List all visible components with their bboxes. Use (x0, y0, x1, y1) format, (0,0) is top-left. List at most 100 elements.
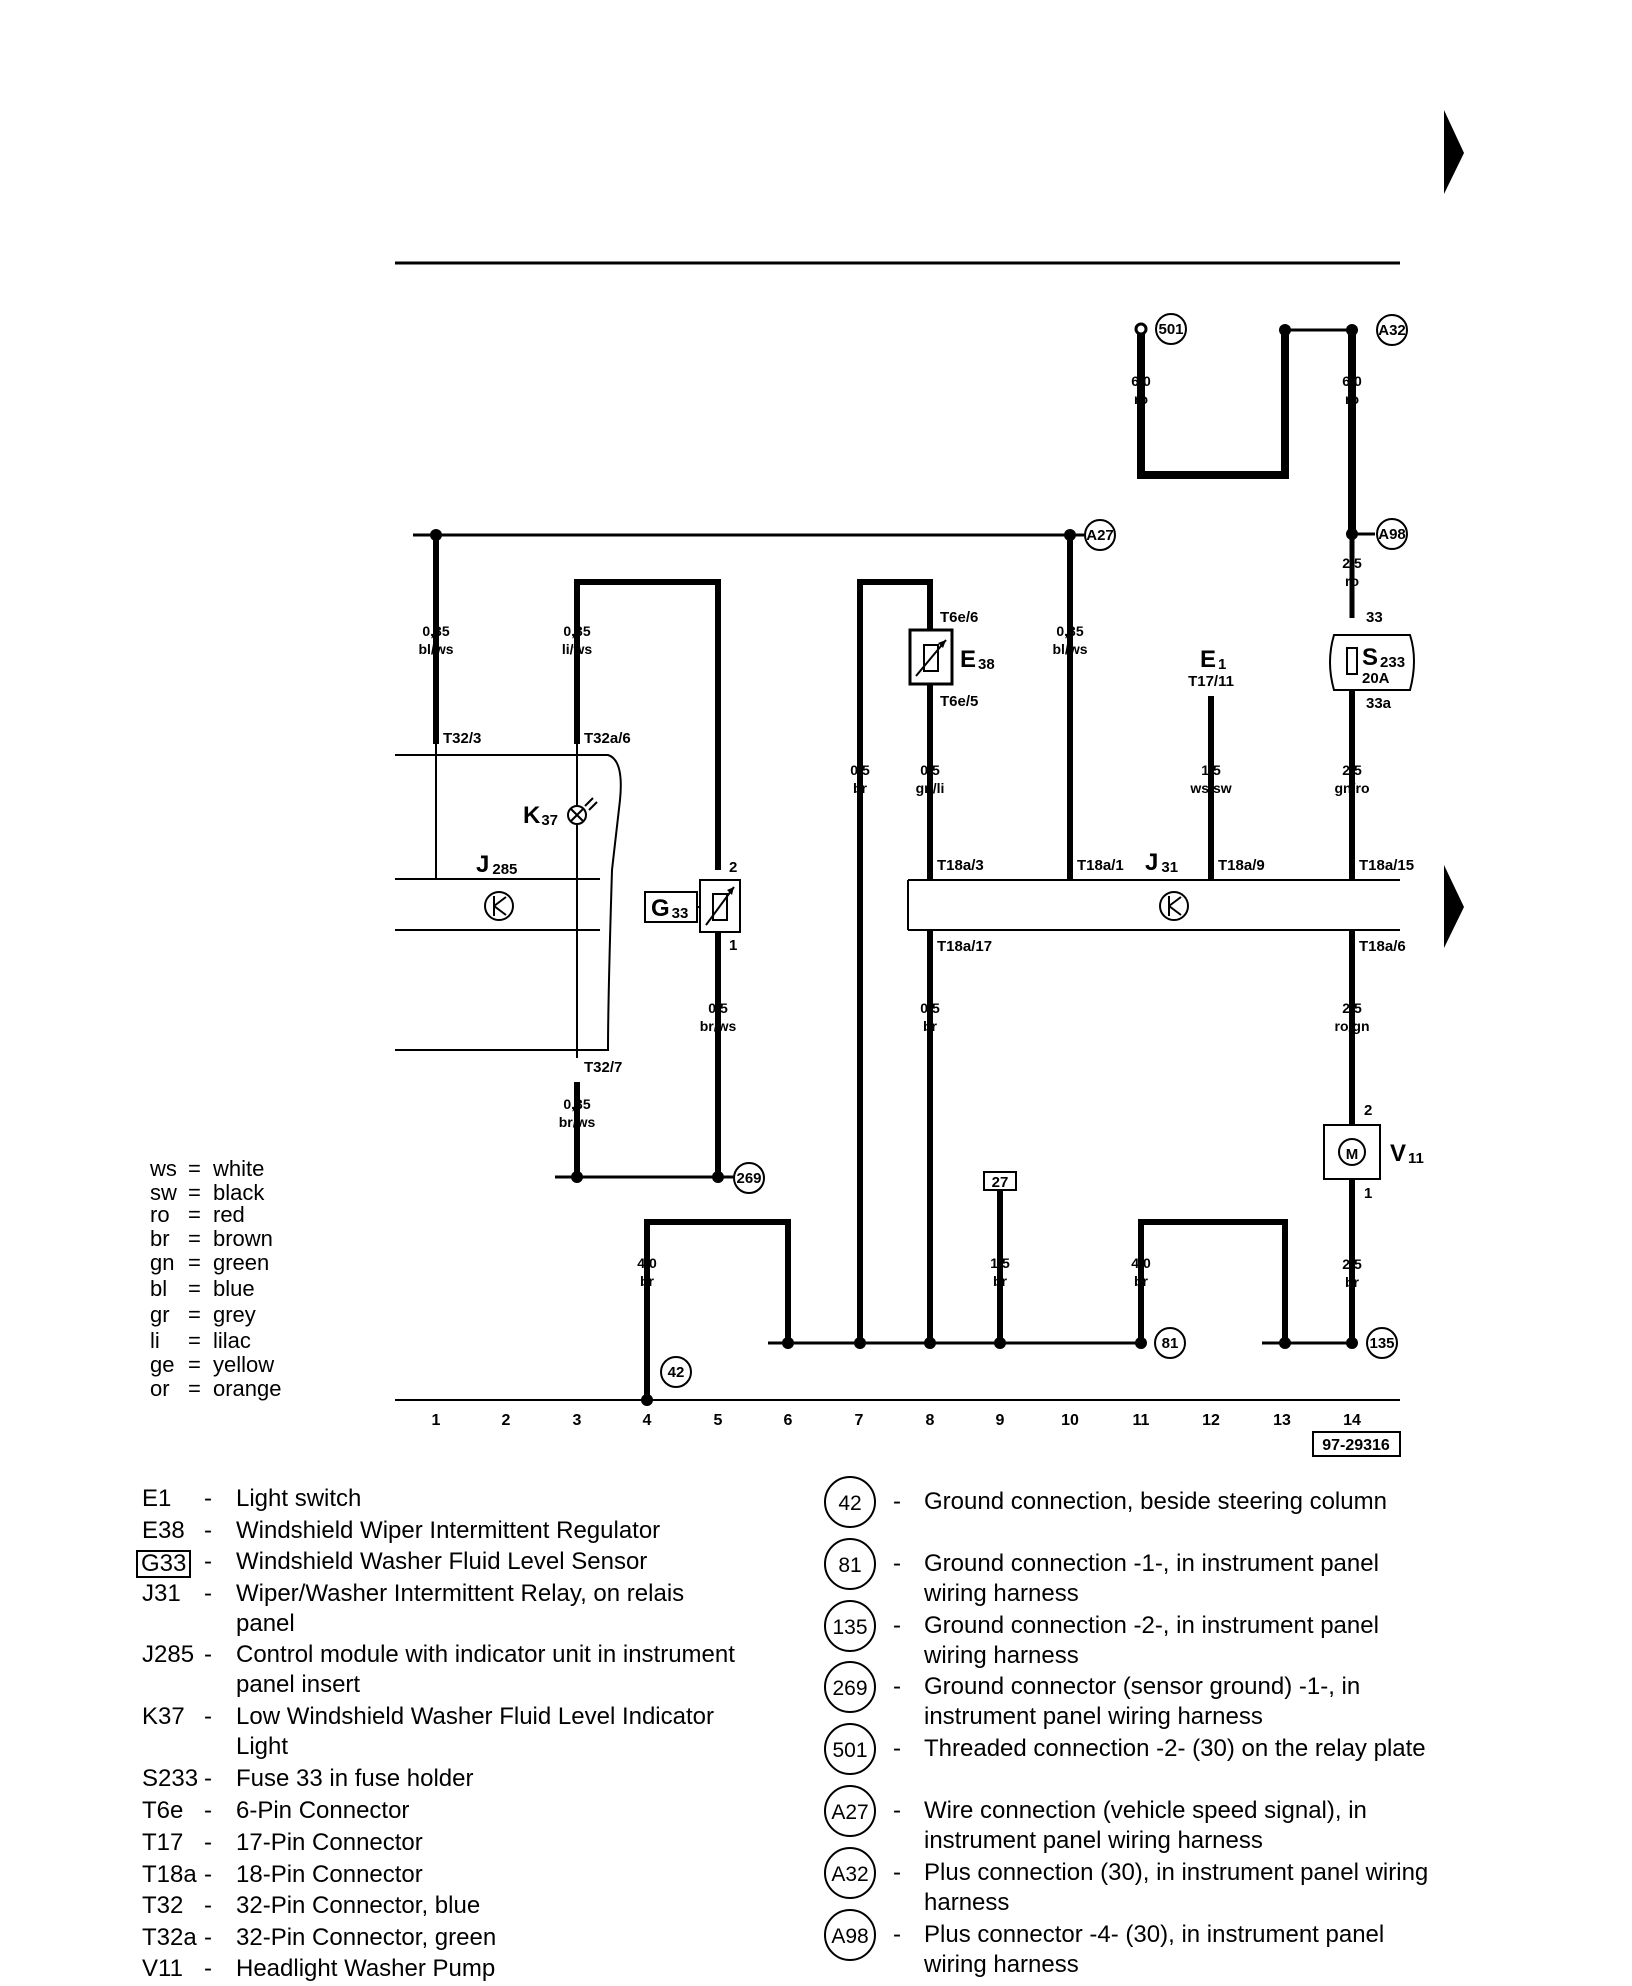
ground-bus-dots (641, 1337, 1358, 1406)
legend-desc: 18-Pin Connector (236, 1861, 423, 1888)
legend-desc: Threaded connection -2- (30) on the rela… (924, 1735, 1426, 1762)
next-page-arrow-middle[interactable] (1444, 865, 1464, 948)
s233-fuse (1329, 634, 1415, 691)
legend-dash: - (893, 1550, 901, 1577)
svg-text:=: = (188, 1202, 201, 1227)
svg-text:=: = (188, 1352, 201, 1377)
e38-regulator (908, 628, 954, 686)
svg-text:A32: A32 (1378, 322, 1406, 339)
svg-text:red: red (213, 1202, 245, 1227)
legend-desc: Low Windshield Washer Fluid Level Indica… (236, 1703, 714, 1760)
j285-electronic-icon (484, 891, 514, 921)
pin-label: T18a/17 (937, 938, 992, 955)
ground-marker-42: 42 (660, 1356, 692, 1388)
j31-electronic-icon (1159, 891, 1189, 921)
ground-marker-135: 135 (1366, 1327, 1398, 1359)
legend-dash: - (204, 1641, 212, 1668)
svg-text:M: M (1346, 1146, 1359, 1163)
pin-label: 2 (1364, 1102, 1372, 1119)
legend-code: T32 (142, 1892, 184, 1919)
dot-a32-left (1279, 324, 1291, 336)
pin-label: T18a/6 (1359, 938, 1406, 955)
svg-text:=: = (188, 1376, 201, 1401)
dot-269-left (571, 1171, 583, 1183)
legend-dash: - (893, 1859, 901, 1886)
svg-text:gr: gr (150, 1302, 170, 1327)
legend-dash: - (893, 1673, 901, 1700)
legend-desc: Headlight Washer Pump (236, 1955, 496, 1982)
svg-text:A32: A32 (831, 1863, 868, 1886)
wire-label-color: br/ws (559, 1114, 596, 1130)
svg-text:10: 10 (1061, 1412, 1079, 1429)
wire-label-color: gn/li (916, 780, 945, 796)
pin-label: T32a/6 (584, 730, 631, 747)
column-numbers: 1 2 3 4 5 6 7 8 9 10 11 12 13 14 (432, 1412, 1361, 1429)
svg-text:=: = (188, 1328, 201, 1353)
next-page-arrow-top[interactable] (1444, 110, 1464, 194)
legend-desc: Fuse 33 in fuse holder (236, 1765, 474, 1792)
legend-dash: - (204, 1703, 212, 1730)
svg-text:brown: brown (213, 1226, 273, 1251)
wire-label-color: br (993, 1273, 1008, 1289)
wire-label-color: ro/gn (1335, 1018, 1370, 1034)
legend-dash: - (204, 1485, 212, 1512)
pin-label: 1 (729, 937, 737, 954)
legend-desc: 17-Pin Connector (236, 1829, 423, 1856)
j285-outline (395, 754, 622, 1051)
legend-code: G33 (136, 1550, 192, 1578)
wire-label-color: br (1134, 1273, 1149, 1289)
legend-desc: Windshield Washer Fluid Level Sensor (236, 1548, 648, 1575)
legend-dash: - (204, 1580, 212, 1607)
wire-label-size: 4,0 (637, 1255, 657, 1271)
wire-col11-col13 (1138, 1219, 1288, 1343)
pin-label: 1 (1364, 1185, 1372, 1202)
svg-text:ge: ge (150, 1352, 174, 1377)
pin-label: T6e/5 (940, 693, 978, 710)
legend-code: V11 (142, 1955, 183, 1982)
wire-label-size: 0,5 (920, 762, 940, 778)
figure-ref: 97-29316 (1322, 1437, 1390, 1454)
svg-text:135: 135 (832, 1616, 867, 1639)
svg-text:81: 81 (838, 1554, 861, 1577)
legend-code: T32a (142, 1924, 197, 1951)
v11-pump: M (1323, 1124, 1381, 1180)
svg-text:orange: orange (213, 1376, 282, 1401)
svg-text:=: = (188, 1156, 201, 1181)
wire-label-size: 2,5 (1342, 555, 1362, 571)
svg-text:=: = (188, 1226, 201, 1251)
svg-text:A27: A27 (831, 1801, 868, 1824)
wire-label-color: ro (1345, 391, 1359, 407)
dot-269-right (712, 1171, 724, 1183)
svg-text:ws: ws (149, 1156, 177, 1181)
wire-label-color: ro (1345, 573, 1359, 589)
svg-text:yellow: yellow (213, 1352, 274, 1377)
svg-text:4: 4 (643, 1412, 652, 1429)
svg-text:A98: A98 (1378, 526, 1406, 543)
ground-marker-a98: A98 (1376, 518, 1408, 550)
wire-label-color: gn/ro (1335, 780, 1370, 796)
svg-text:3: 3 (573, 1412, 582, 1429)
legend-desc: 32-Pin Connector, green (236, 1924, 497, 1951)
k37-warning-lamp (567, 797, 598, 825)
svg-text:6: 6 (784, 1412, 793, 1429)
legend-code: T17 (142, 1829, 184, 1856)
pin-label: T32/7 (584, 1059, 622, 1076)
svg-text:8: 8 (926, 1412, 935, 1429)
wire-label-color: br/ws (700, 1018, 737, 1034)
legend-desc: Ground connection -2-, in instrument pan… (924, 1612, 1379, 1669)
legend-desc: 6-Pin Connector (236, 1797, 410, 1824)
svg-text:13: 13 (1273, 1412, 1291, 1429)
legend-desc: Ground connection, beside steering colum… (924, 1488, 1387, 1515)
wire-label-size: 4,0 (1131, 1255, 1151, 1271)
reference-label: 27 (992, 1174, 1009, 1191)
power-feed-501 (1137, 328, 1352, 479)
legend-desc: Windshield Wiper Intermittent Regulator (236, 1517, 661, 1544)
wire-label-color: ws/sw (1189, 780, 1231, 796)
svg-text:5: 5 (714, 1412, 723, 1429)
svg-text:269: 269 (832, 1677, 867, 1700)
svg-text:black: black (213, 1180, 265, 1205)
